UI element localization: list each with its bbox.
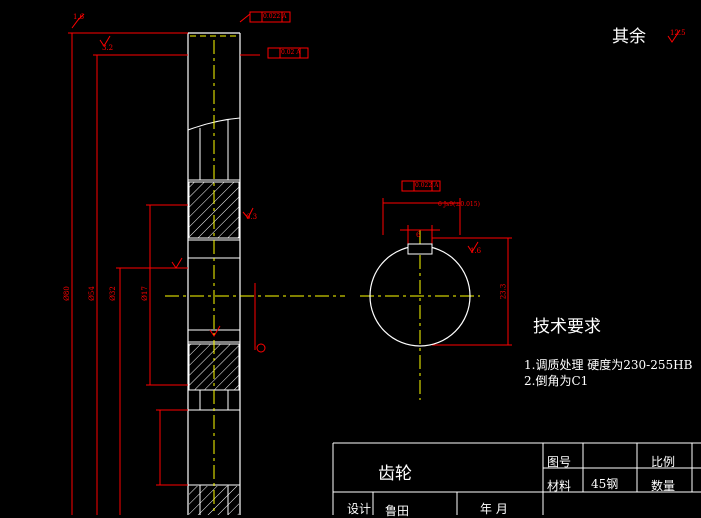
centerlines	[165, 40, 480, 515]
material-label: 材料	[547, 479, 572, 493]
dim-keyway-width: 6	[416, 231, 421, 239]
key-tol: 6 Js9(±0.015)	[438, 201, 480, 208]
dim-keyway-depth: 23.3	[499, 283, 508, 300]
part-name: 齿轮	[378, 464, 412, 484]
hub-end-view	[369, 243, 471, 347]
material-value: 45钢	[591, 477, 619, 491]
tech-requirement-1: 1.调质处理 硬度为230-255HB	[524, 358, 693, 372]
rough-d: 1.6	[470, 247, 482, 255]
roughness-note-value: 12.5	[670, 29, 686, 37]
title-block	[332, 442, 701, 515]
designer-name: 鲁田	[385, 504, 410, 518]
drawing-no-label: 图号	[547, 455, 572, 469]
tech-requirements-title: 技术要求	[533, 317, 601, 337]
rough-a: 1.6	[73, 13, 85, 21]
design-label: 设计	[347, 502, 372, 516]
rough-c: 6.3	[246, 213, 258, 221]
tolerance-frames	[249, 11, 441, 353]
dim-d4: Ø17	[140, 286, 149, 301]
dim-d3: Ø32	[108, 286, 117, 301]
dimension-lines	[68, 13, 512, 515]
scale-label: 比例	[651, 455, 676, 469]
tol-b: 0.02 A	[281, 49, 301, 56]
date-label: 年 月	[480, 502, 508, 516]
tol-c: 0.022 A	[415, 182, 439, 189]
dim-d1: Ø80	[62, 286, 71, 301]
tech-requirement-2: 2.倒角为C1	[524, 374, 589, 388]
dim-d2: Ø54	[87, 286, 96, 301]
tol-a: 0.022 A	[263, 13, 287, 20]
roughness-note-label: 其余	[612, 27, 646, 47]
roughness-symbols	[71, 13, 681, 337]
quantity-label: 数量	[651, 479, 676, 493]
rough-b: 3.2	[102, 44, 114, 52]
